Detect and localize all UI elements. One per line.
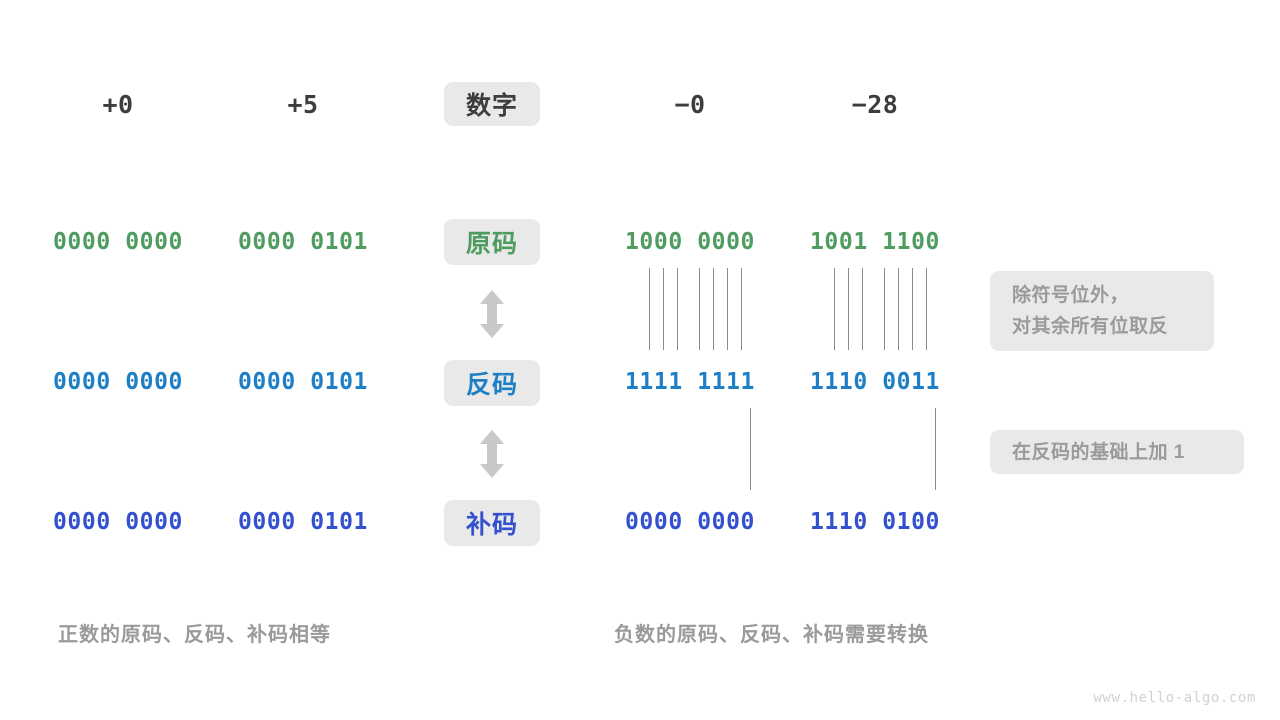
double-vertical-arrow-icon	[475, 428, 509, 480]
watermark-url: www.hello-algo.com	[1093, 690, 1256, 706]
connector-line	[926, 268, 927, 350]
bits-fan-minus-zero: 1111 1111	[624, 369, 756, 395]
bits-bu-plus-five: 0000 0101	[237, 509, 369, 535]
connector-line	[912, 268, 913, 350]
connector-line	[713, 268, 714, 350]
bits-yuan-plus-zero: 0000 0000	[52, 229, 184, 255]
note-add-one-line-1: 在反码的基础上加 1	[1012, 441, 1185, 463]
caption-negative: 负数的原码、反码、补码需要转换	[614, 624, 929, 646]
bits-yuan-minus-twentyeight: 1001 1100	[809, 229, 941, 255]
header-number-plus-zero: +0	[102, 89, 134, 119]
connector-line	[663, 268, 664, 350]
bits-fan-minus-twentyeight: 1110 0011	[809, 369, 941, 395]
note-invert-bits-line-2: 对其余所有位取反	[1012, 316, 1169, 337]
row-chip-fan: 反码	[444, 360, 540, 406]
note-invert-bits: 除符号位外， 对其余所有位取反	[990, 271, 1214, 351]
note-add-one: 在反码的基础上加 1	[990, 430, 1244, 474]
double-vertical-arrow-icon	[475, 288, 509, 340]
connector-line	[741, 268, 742, 350]
connector-line	[884, 268, 885, 350]
row-chip-bu: 补码	[444, 500, 540, 546]
connector-line	[898, 268, 899, 350]
connector-line	[727, 268, 728, 350]
header-number-minus-zero: −0	[674, 89, 706, 119]
connector-line	[848, 268, 849, 350]
connector-line	[862, 268, 863, 350]
bits-yuan-minus-zero: 1000 0000	[624, 229, 756, 255]
bits-bu-minus-zero: 0000 0000	[624, 509, 756, 535]
connector-line	[677, 268, 678, 350]
bits-fan-plus-five: 0000 0101	[237, 369, 369, 395]
header-number-minus-twentyeight: −28	[851, 89, 899, 119]
bits-yuan-plus-five: 0000 0101	[237, 229, 369, 255]
connector-line	[834, 268, 835, 350]
header-chip-number: 数字	[444, 82, 540, 126]
row-chip-yuan: 原码	[444, 219, 540, 265]
bits-bu-minus-twentyeight: 1110 0100	[809, 509, 941, 535]
connector-line	[649, 268, 650, 350]
header-number-plus-five: +5	[287, 89, 319, 119]
note-invert-bits-line-1: 除符号位外，	[1012, 285, 1130, 306]
connector-line	[935, 408, 936, 490]
connector-line	[750, 408, 751, 490]
connector-line	[699, 268, 700, 350]
bits-bu-plus-zero: 0000 0000	[52, 509, 184, 535]
caption-positive: 正数的原码、反码、补码相等	[58, 624, 331, 646]
bits-fan-plus-zero: 0000 0000	[52, 369, 184, 395]
